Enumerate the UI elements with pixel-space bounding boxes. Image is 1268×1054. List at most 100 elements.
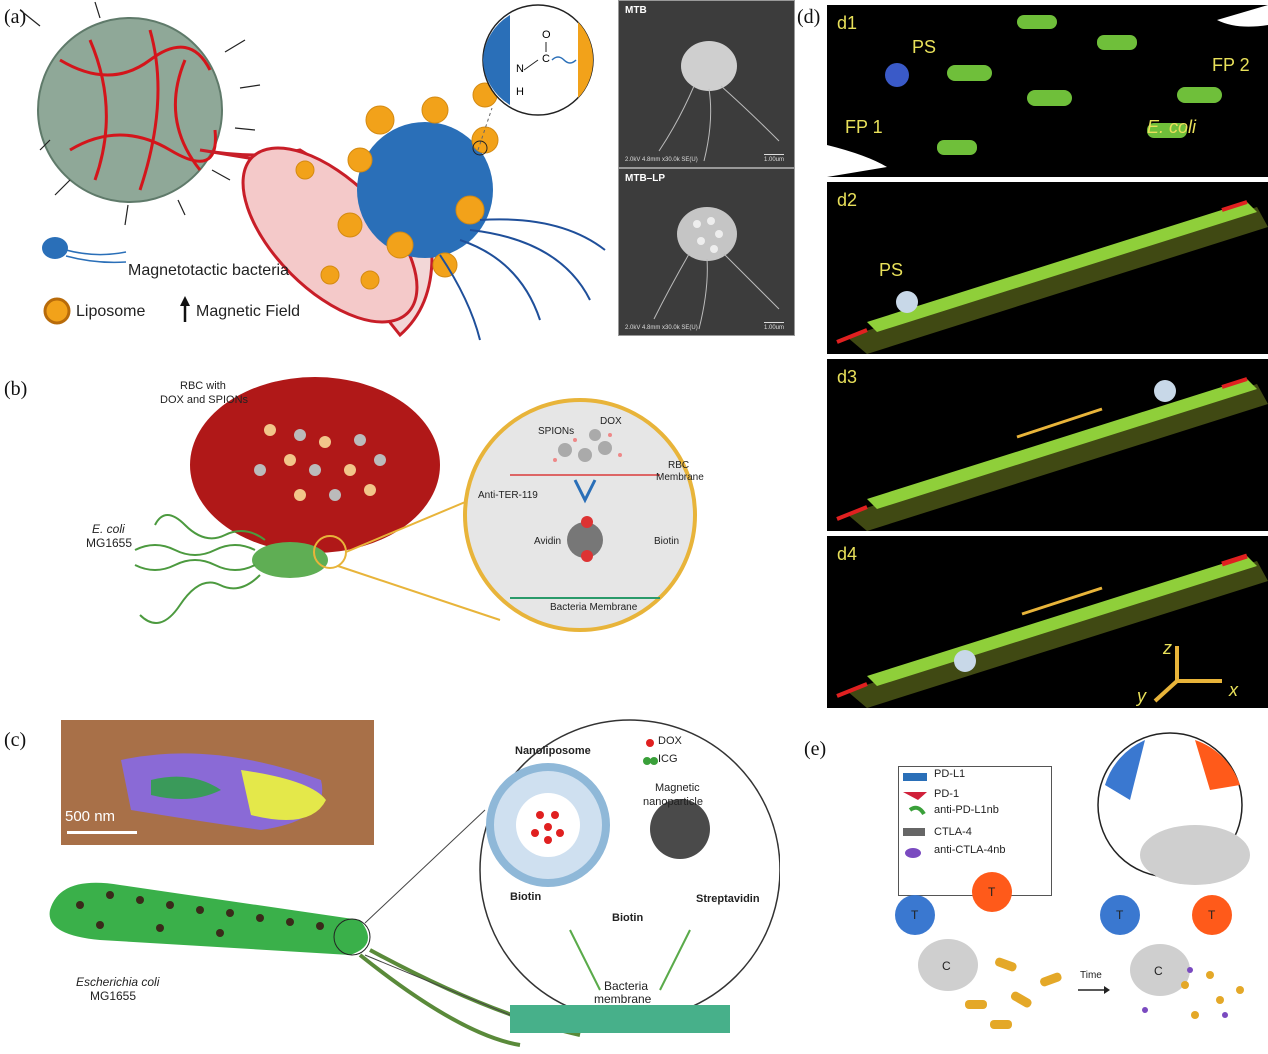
ctla-4-icon bbox=[903, 828, 925, 836]
inset-biotin-mid: Biotin bbox=[612, 912, 644, 924]
binding-inset bbox=[463, 398, 697, 632]
sem-image-mtb: MTB 2.0kV 4.8mm x30.0k SE(U) 1.00um bbox=[618, 0, 795, 168]
inset-icg-label: ICG bbox=[658, 753, 678, 765]
panel-a: (a) bbox=[0, 0, 800, 350]
anti-pd-l1nb-icon bbox=[908, 805, 926, 816]
c-cell bbox=[918, 939, 978, 991]
e-time-label: Time bbox=[1080, 970, 1102, 981]
d1-fp2: FP 2 bbox=[1212, 55, 1250, 75]
ecoli-rod bbox=[49, 882, 368, 955]
inset-biotin-left: Biotin bbox=[510, 891, 542, 903]
inset-magnetic-1: Magnetic bbox=[655, 782, 700, 794]
d1-ecoli: E. coli bbox=[1147, 117, 1197, 137]
chem-c: C bbox=[542, 53, 550, 65]
panel-a-label: (a) bbox=[4, 6, 27, 28]
chem-h: H bbox=[516, 86, 524, 98]
frame-d1-label: d1 bbox=[837, 13, 858, 33]
sem-ecoli-image: 500 nm bbox=[61, 720, 374, 845]
t-cell-orange bbox=[972, 872, 1012, 912]
tumor-vessels bbox=[59, 29, 217, 191]
sem-mtb-scale: 1.00um bbox=[763, 154, 785, 163]
inset-avidin: Avidin bbox=[534, 536, 562, 547]
axis-z: z bbox=[1163, 638, 1172, 658]
panel-e-label: (e) bbox=[804, 738, 827, 760]
c-ecoli-label-1: Escherichia coli bbox=[76, 975, 160, 989]
ecoli-label-2: MG1655 bbox=[86, 536, 133, 550]
panel-b: (b) RBC with DOX and SPIONs bbox=[0, 360, 800, 670]
rbc-label-2: DOX and SPIONs bbox=[160, 394, 249, 406]
panel-c-illustration bbox=[49, 719, 780, 1047]
panel-d-label: (d) bbox=[797, 6, 821, 28]
e-c-label-1: C bbox=[942, 959, 951, 973]
inset-bacteria-membrane: Bacteria Membrane bbox=[550, 602, 638, 613]
motion-arrow-right bbox=[1016, 407, 1103, 439]
inset-bacteria-2: membrane bbox=[594, 992, 652, 1006]
flagella bbox=[439, 218, 606, 341]
sem-mtb-lp-scale: 1.00um bbox=[763, 322, 785, 331]
panel-c: (c) 500 nm Esc bbox=[0, 715, 800, 1054]
c-ecoli-label-2: MG1655 bbox=[90, 989, 137, 1003]
mtb-cell bbox=[357, 122, 493, 258]
panel-e: (e) PD-L1 PD-1 anti-PD-L1nb CTLA-4 anti-… bbox=[800, 730, 1268, 1050]
panel-a-illustration: O C N H bbox=[19, 1, 606, 341]
legend-dox-dot bbox=[646, 739, 654, 747]
field-arrows bbox=[19, 1, 261, 226]
legend-icg-dots bbox=[643, 757, 658, 765]
sem-image-mtb-lp: MTB–LP 2.0kV 4.8mm x30.0k SE(U) 1.00um bbox=[618, 168, 795, 336]
chem-o: O bbox=[542, 29, 551, 41]
e-t-label-3: T bbox=[1116, 908, 1124, 922]
e-legend-ctla-4: CTLA-4 bbox=[934, 826, 972, 838]
inset-dox: DOX bbox=[600, 416, 622, 427]
inset-dox-label: DOX bbox=[658, 735, 682, 747]
axis-x: x bbox=[1229, 680, 1238, 700]
axis-y: y bbox=[1137, 686, 1146, 706]
inset-bacteria-1: Bacteria bbox=[604, 979, 649, 993]
fp2-fiber bbox=[1217, 5, 1268, 27]
right-laser-arrow bbox=[1221, 200, 1248, 212]
inset-rbc-membrane-2: Membrane bbox=[656, 472, 704, 483]
motion-arrow-left bbox=[1021, 586, 1103, 616]
panel-b-illustration bbox=[134, 377, 697, 632]
e-c-label-2: C bbox=[1154, 964, 1163, 978]
left-laser-arrow bbox=[836, 328, 868, 344]
panel-e-illustration bbox=[895, 732, 1250, 1029]
e-t-label-4: T bbox=[1208, 908, 1216, 922]
panel-c-label: (c) bbox=[4, 729, 27, 751]
fp1-fiber bbox=[827, 145, 887, 177]
e-t-label-2: T bbox=[988, 885, 996, 899]
d1-ps: PS bbox=[912, 37, 937, 57]
d2-ps: PS bbox=[879, 260, 904, 280]
e-legend-pd-l1: PD-L1 bbox=[934, 768, 966, 780]
inset-spions: SPIONs bbox=[538, 426, 575, 437]
sem-mtb-title: MTB bbox=[625, 5, 647, 16]
e-legend-anti-ctla-4nb: anti-CTLA-4nb bbox=[934, 844, 1006, 856]
sem-mtb-footer: 2.0kV 4.8mm x30.0k SE(U) bbox=[625, 157, 698, 163]
axes-icon bbox=[1153, 646, 1222, 703]
sem-mtb-lp-footer: 2.0kV 4.8mm x30.0k SE(U) bbox=[625, 325, 698, 331]
inset-nanoliposome: Nanoliposome bbox=[515, 745, 591, 757]
e-legend-anti-pd-l1nb: anti-PD-L1nb bbox=[934, 804, 999, 816]
frame-d2-label: d2 bbox=[837, 190, 858, 210]
inset-magnetic-2: nanoparticle bbox=[643, 796, 703, 808]
sem-scalebar bbox=[67, 831, 137, 834]
inset-anti: Anti-TER-119 bbox=[478, 490, 538, 501]
inset-rbc-membrane-1: RBC bbox=[668, 460, 690, 471]
rbc-label-1: RBC with bbox=[180, 380, 226, 392]
liposome-legend-icon bbox=[43, 297, 71, 325]
dox-spions bbox=[254, 424, 386, 501]
mtb-legend-icon bbox=[42, 237, 68, 259]
inset-biotin: Biotin bbox=[654, 536, 680, 547]
legend-field: Magnetic Field bbox=[196, 303, 301, 320]
t-cell-blue bbox=[895, 895, 935, 935]
frame-d1: d1 PS FP 1 FP 2 E. coli bbox=[827, 5, 1268, 177]
chem-n: N bbox=[516, 63, 524, 75]
legend-mtb: Magnetotactic bacteria bbox=[128, 262, 289, 279]
frame-d3: d3 bbox=[827, 359, 1268, 531]
ecoli-cell bbox=[252, 542, 328, 578]
frame-d3-label: d3 bbox=[837, 367, 858, 387]
ecoli-flagella bbox=[134, 514, 266, 624]
tumor-sphere bbox=[37, 17, 223, 203]
frame-d4: d4 z y x bbox=[827, 536, 1268, 708]
sem-scalebar-label: 500 nm bbox=[65, 808, 116, 825]
inset-streptavidin: Streptavidin bbox=[696, 893, 760, 905]
